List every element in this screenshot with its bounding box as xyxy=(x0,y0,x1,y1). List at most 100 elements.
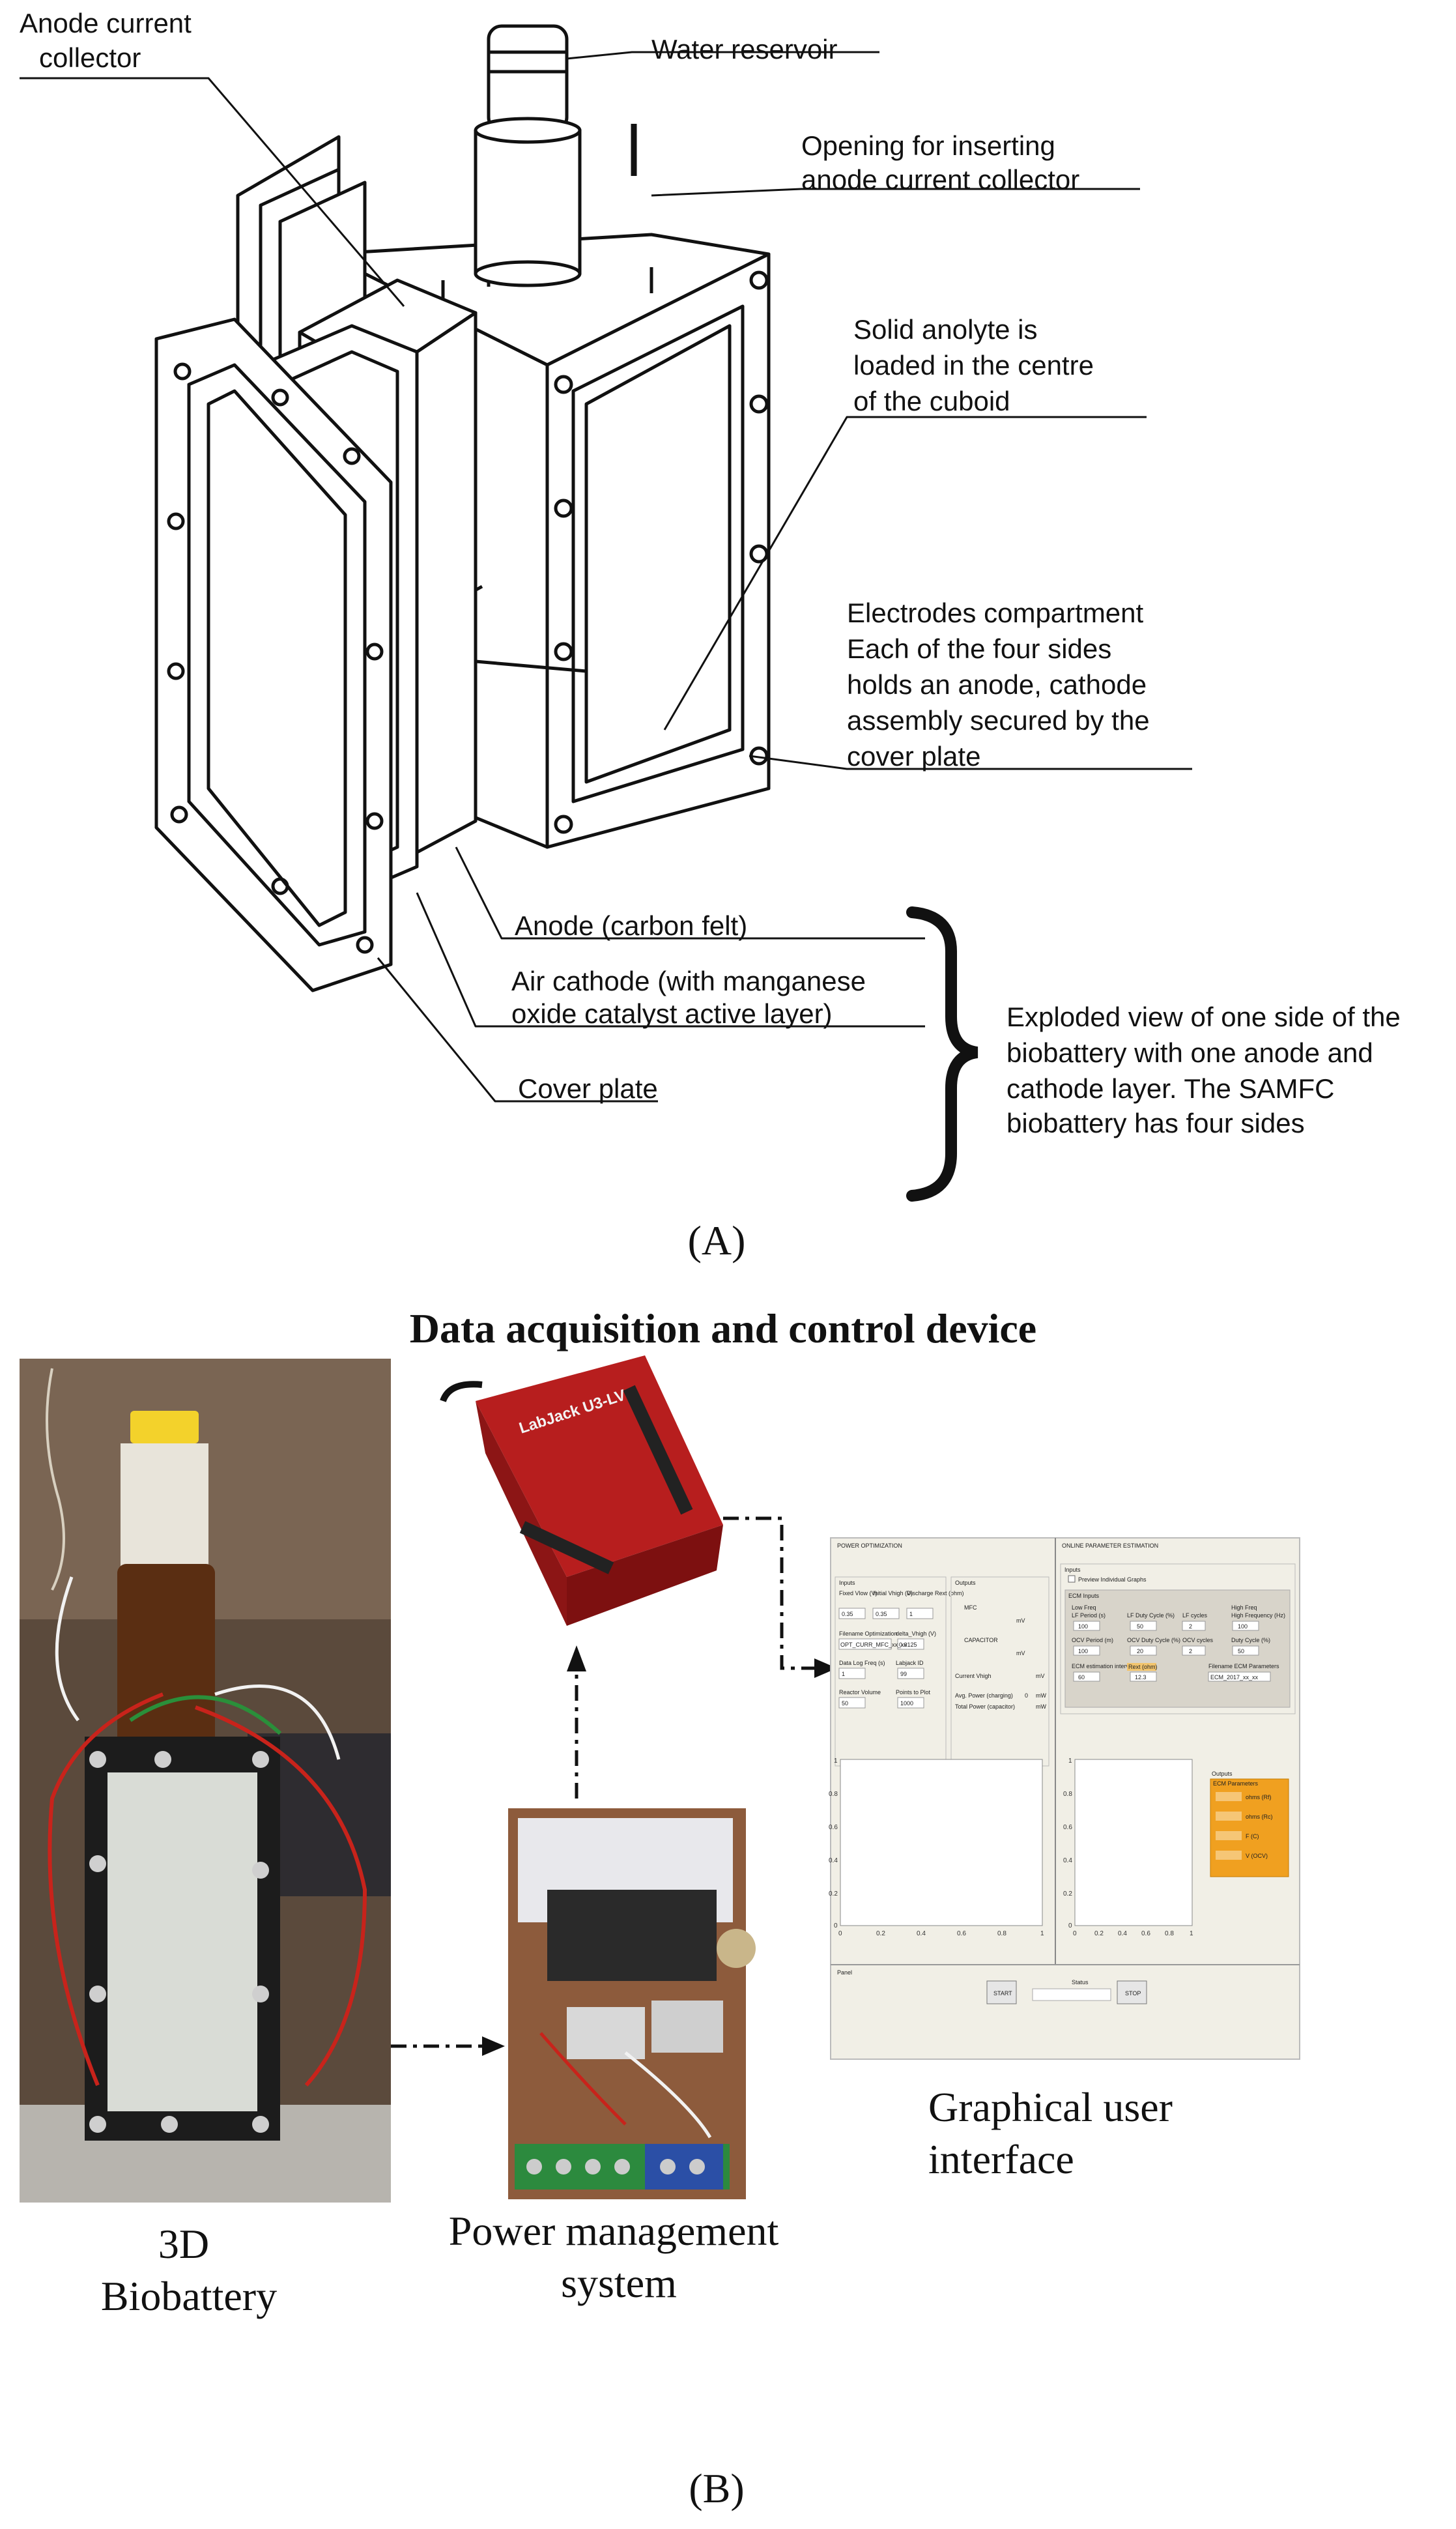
panel-a-drawing xyxy=(20,24,1192,1103)
svg-text:0.8: 0.8 xyxy=(1165,1930,1174,1937)
label-biobattery: 3D Biobattery xyxy=(101,2221,277,2319)
label-opening: Opening for inserting anode current coll… xyxy=(801,130,1079,195)
svg-text:0.6: 0.6 xyxy=(1141,1930,1150,1937)
svg-text:OCV cycles: OCV cycles xyxy=(1182,1637,1214,1643)
leader-lines xyxy=(20,51,1192,1103)
svg-text:1: 1 xyxy=(1068,1757,1072,1765)
svg-text:F (C): F (C) xyxy=(1246,1833,1259,1840)
arrow-heads xyxy=(482,1645,837,2056)
gui-input-datalog[interactable]: 1 xyxy=(842,1671,845,1677)
svg-text:100[interactable]: 100 xyxy=(1078,1623,1088,1630)
svg-text:Reactor Volume: Reactor Volume xyxy=(839,1689,881,1696)
svg-text:Filename Optimization: Filename Optimization xyxy=(839,1630,898,1637)
label-exploded-view: Exploded view of one side of the biobatt… xyxy=(1006,1002,1408,1138)
label-water-reservoir: Water reservoir xyxy=(651,34,838,65)
gui-input-vhigh[interactable]: 0.35 xyxy=(876,1611,887,1617)
svg-text:Filename ECM Parameters: Filename ECM Parameters xyxy=(1208,1663,1279,1669)
label-gui: Graphical user interface xyxy=(928,2084,1183,2182)
svg-text:0: 0 xyxy=(1025,1692,1028,1699)
gui-plot-left: 1 0.8 0.6 0.4 0.2 0 0 0.2 0.4 0.6 0.8 1 xyxy=(829,1757,1044,1937)
gui-input-labjack[interactable]: 99 xyxy=(900,1671,907,1677)
gui-stop-button[interactable] xyxy=(1117,1980,1147,2004)
gui-input-reactor[interactable]: 50 xyxy=(842,1700,848,1707)
svg-text:Total Power (capacitor): Total Power (capacitor) xyxy=(955,1703,1015,1710)
caption-b: (B) xyxy=(689,2465,744,2511)
svg-text:12.3[interactable]: 12.3 xyxy=(1135,1674,1147,1681)
label-electrodes-compartment: Electrodes compartment Each of the four … xyxy=(847,598,1157,772)
preview-checkbox[interactable] xyxy=(1068,1575,1076,1583)
bottle-cap xyxy=(130,1411,199,1443)
svg-text:50[interactable]: 50 xyxy=(1238,1648,1244,1655)
svg-text:Outputs: Outputs xyxy=(955,1580,976,1586)
svg-text:Points to Plot: Points to Plot xyxy=(896,1689,931,1696)
svg-text:100[interactable]: 100 xyxy=(1238,1623,1248,1630)
gui-status-field xyxy=(1032,1988,1111,2001)
svg-text:1: 1 xyxy=(1040,1930,1044,1937)
gui-start-button[interactable] xyxy=(986,1980,1017,2004)
svg-text:ECM_2017_xx_xx[interactable]: ECM_2017_xx_xx xyxy=(1210,1674,1259,1681)
panel-a-labels: Anode current collector Water reservoir … xyxy=(20,8,1408,1264)
svg-text:Initial Vhigh (V): Initial Vhigh (V) xyxy=(873,1590,913,1597)
svg-text:0.2: 0.2 xyxy=(829,1890,838,1898)
svg-text:0.8: 0.8 xyxy=(829,1791,838,1798)
data-acquisition-title: Data acquisition and control device xyxy=(410,1305,1036,1351)
power-management-photo xyxy=(508,1808,756,2199)
label-power-management: Power management system xyxy=(449,2208,790,2306)
dashed-arrows xyxy=(391,1516,814,2048)
svg-text:Outputs: Outputs xyxy=(1212,1770,1233,1777)
svg-text:50[interactable]: 50 xyxy=(1137,1623,1143,1630)
svg-text:0.6: 0.6 xyxy=(1063,1824,1072,1831)
svg-text:0.4: 0.4 xyxy=(917,1930,926,1937)
svg-text:0.4: 0.4 xyxy=(829,1857,838,1864)
svg-text:Fixed Vlow (V): Fixed Vlow (V) xyxy=(839,1590,878,1597)
svg-text:ECM Parameters: ECM Parameters xyxy=(1213,1780,1259,1787)
svg-text:0.2: 0.2 xyxy=(1094,1930,1104,1937)
svg-text:Inputs: Inputs xyxy=(1064,1567,1081,1573)
biobattery-photo xyxy=(20,1359,391,2203)
gui-input-delta[interactable]: 0.0125 xyxy=(899,1641,917,1648)
svg-text:Data Log Freq (s): Data Log Freq (s) xyxy=(839,1660,885,1666)
svg-text:mW: mW xyxy=(1036,1703,1046,1710)
gui-ecm-outputs: Outputs ECM Parameters ohms (Rf) ohms (R… xyxy=(1210,1770,1289,1877)
label-anode-current-collector: Anode current collector xyxy=(20,8,199,73)
label-air-cathode: Air cathode (with manganese oxide cataly… xyxy=(511,966,874,1029)
bottle-top xyxy=(121,1443,208,1574)
svg-text:OCV Period (m): OCV Period (m) xyxy=(1072,1637,1113,1643)
svg-text:LF Duty Cycle (%): LF Duty Cycle (%) xyxy=(1127,1612,1175,1619)
bottle-liquid xyxy=(117,1564,215,1746)
svg-text:ECM Inputs: ECM Inputs xyxy=(1068,1593,1100,1599)
gui-input-filename[interactable]: OPT_CURR_MFC_xx_xx xyxy=(840,1641,907,1648)
water-reservoir xyxy=(474,24,582,287)
gui-input-rext[interactable]: 1 xyxy=(909,1611,913,1617)
svg-text:Duty Cycle (%): Duty Cycle (%) xyxy=(1231,1637,1270,1643)
svg-text:Status: Status xyxy=(1072,1979,1089,1986)
svg-text:mW: mW xyxy=(1036,1692,1046,1699)
svg-text:OCV Duty Cycle (%): OCV Duty Cycle (%) xyxy=(1127,1637,1180,1643)
gui-input-points[interactable]: 1000 xyxy=(900,1700,913,1707)
gui-screenshot: POWER OPTIMIZATION ONLINE PARAMETER ESTI… xyxy=(829,1537,1300,2060)
svg-text:1: 1 xyxy=(1190,1930,1193,1937)
svg-text:20[interactable]: 20 xyxy=(1137,1648,1143,1655)
svg-text:MFC: MFC xyxy=(964,1604,977,1611)
svg-text:60[interactable]: 60 xyxy=(1078,1674,1085,1681)
svg-text:mV: mV xyxy=(1016,1650,1025,1656)
biobattery-window xyxy=(107,1772,257,2111)
svg-text:Avg. Power (charging): Avg. Power (charging) xyxy=(955,1692,1013,1699)
preview-label: Preview Individual Graphs xyxy=(1078,1576,1147,1583)
svg-text:Rext (ohm): Rext (ohm) xyxy=(1128,1664,1158,1670)
cover-plate xyxy=(154,317,393,992)
svg-text:STOP: STOP xyxy=(1125,1990,1141,1997)
svg-text:ECM estimation interval (m): ECM estimation interval (m) xyxy=(1072,1663,1144,1669)
svg-text:0.6: 0.6 xyxy=(957,1930,966,1937)
svg-text:2[interactable]: 2 xyxy=(1189,1648,1192,1655)
gui-plot-right: 1 0.8 0.6 0.4 0.2 0 0 0.2 0.4 0.6 0.8 1 xyxy=(1063,1757,1193,1937)
svg-text:High Freq: High Freq xyxy=(1231,1604,1257,1611)
curly-brace xyxy=(906,906,978,1202)
svg-text:Labjack ID: Labjack ID xyxy=(896,1660,924,1666)
gui-input-vlow[interactable]: 0.35 xyxy=(842,1611,853,1617)
svg-text:2[interactable]: 2 xyxy=(1189,1623,1192,1630)
svg-text:mV: mV xyxy=(1016,1617,1025,1624)
svg-text:100[interactable]: 100 xyxy=(1078,1648,1088,1655)
svg-text:Inputs: Inputs xyxy=(839,1580,855,1586)
